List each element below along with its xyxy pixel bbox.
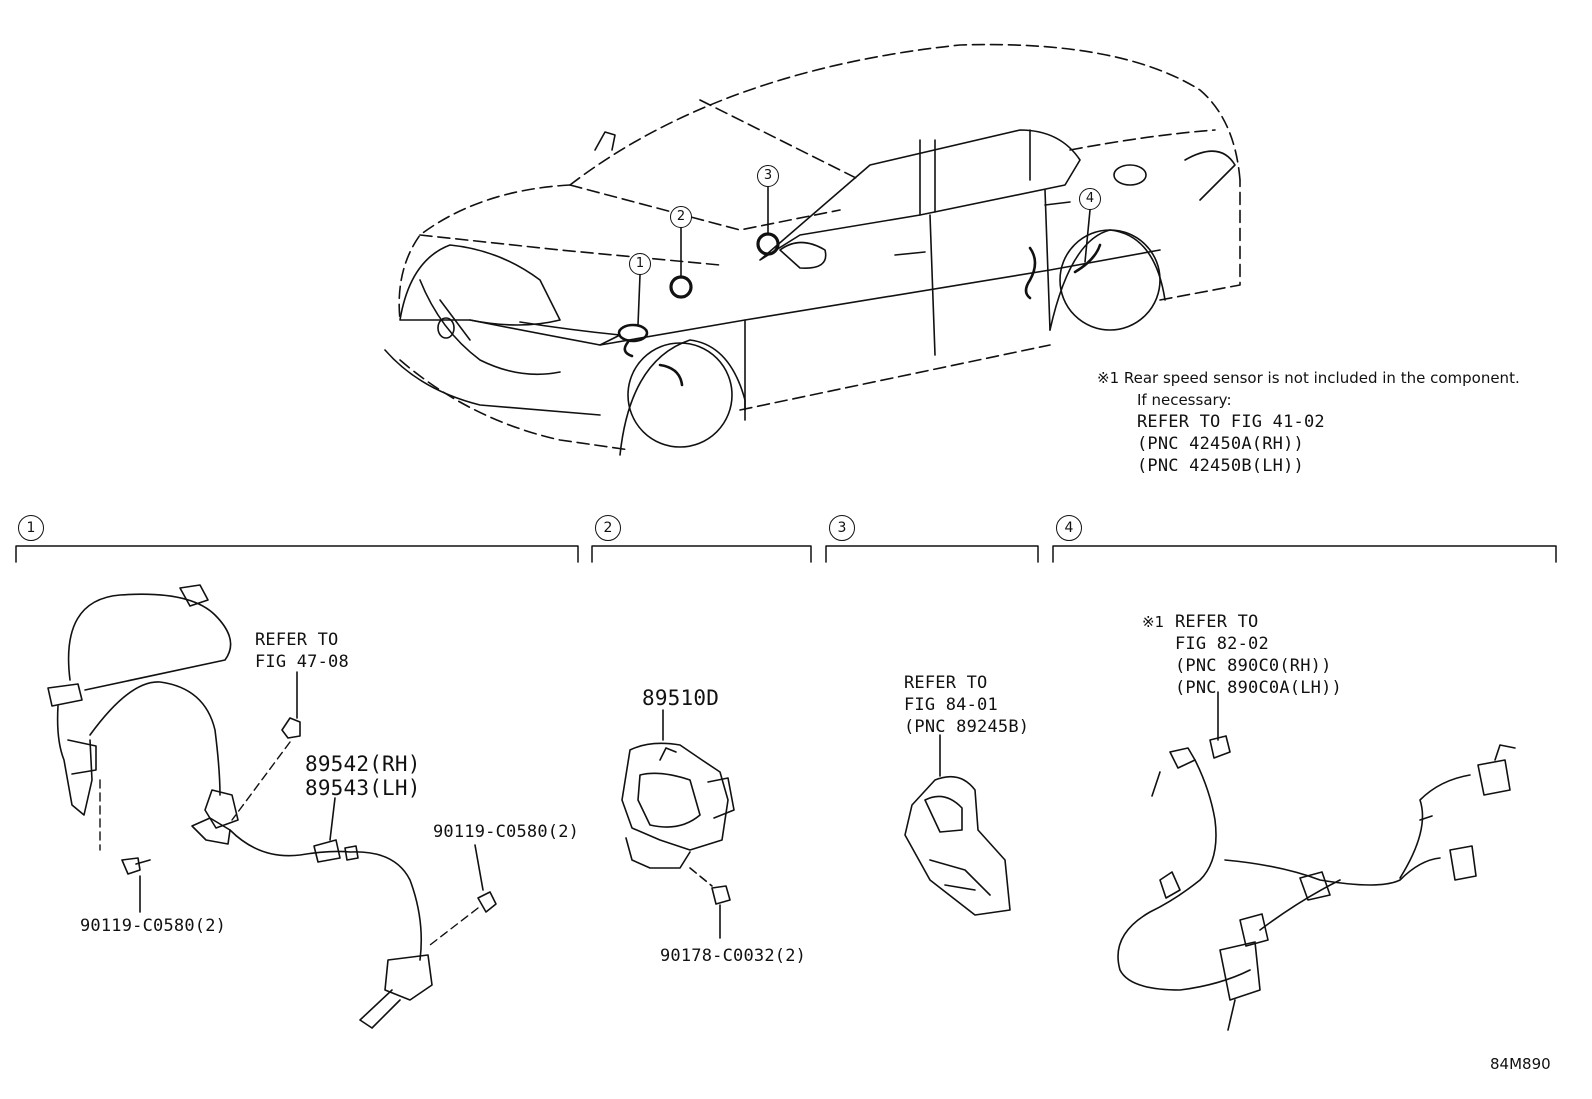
vehicle-callout-1[interactable]: 1: [629, 253, 651, 275]
s2-nut[interactable]: 90178-C0032(2): [660, 946, 807, 966]
car-outline: [398, 43, 1241, 451]
s4-note-mark: ※1: [1142, 613, 1165, 631]
section-number-1: 1: [18, 515, 44, 541]
rear-sensor-pnc-lh: (PNC 42450B(LH)): [1137, 456, 1304, 476]
car-body: [384, 129, 1236, 456]
vehicle-callout-2[interactable]: 2: [670, 206, 692, 228]
s4-refer-line3: (PNC 890C0(RH)): [1175, 656, 1332, 676]
s2-part-number[interactable]: 89510D: [642, 686, 720, 710]
diagram-code: 84M890: [1490, 1055, 1551, 1073]
s1-part-number-rh[interactable]: 89542(RH): [305, 752, 421, 776]
vehicle-callout-3[interactable]: 3: [757, 165, 779, 187]
vehicle-callout-4[interactable]: 4: [1079, 188, 1101, 210]
s3-refer-line3: (PNC 89245B): [904, 717, 1030, 737]
s1-bolt-left[interactable]: 90119-C0580(2): [80, 916, 227, 936]
camera-module-art: [904, 775, 1011, 916]
s1-part-number-lh[interactable]: 89543(LH): [305, 776, 421, 800]
section-number-3: 3: [829, 515, 855, 541]
s1-bolt-right[interactable]: 90119-C0580(2): [433, 822, 580, 842]
s3-refer-line2[interactable]: FIG 84-01: [904, 695, 998, 715]
rear-sensor-refer[interactable]: REFER TO FIG 41-02: [1137, 412, 1325, 432]
rear-sensor-note-line2: If necessary:: [1137, 391, 1232, 409]
s3-refer-line1[interactable]: REFER TO: [904, 673, 988, 693]
rear-sensor-pnc-rh: (PNC 42450A(RH)): [1137, 434, 1304, 454]
rear-sensor-note-line1: ※1 Rear speed sensor is not included in …: [1097, 369, 1520, 387]
rear-harness-art: [1117, 735, 1516, 1031]
s1-refer-line2[interactable]: FIG 47-08: [255, 652, 349, 672]
s1-refer-line1[interactable]: REFER TO: [255, 630, 339, 650]
s4-refer-line2[interactable]: FIG 82-02: [1175, 634, 1269, 654]
s4-refer-line1[interactable]: REFER TO: [1175, 612, 1259, 632]
section-number-4: 4: [1056, 515, 1082, 541]
radar-sensor-art: [621, 742, 735, 905]
section-number-2: 2: [595, 515, 621, 541]
front-speed-sensor-art: [47, 584, 497, 1029]
s4-refer-line4: (PNC 890C0A(LH)): [1175, 678, 1342, 698]
